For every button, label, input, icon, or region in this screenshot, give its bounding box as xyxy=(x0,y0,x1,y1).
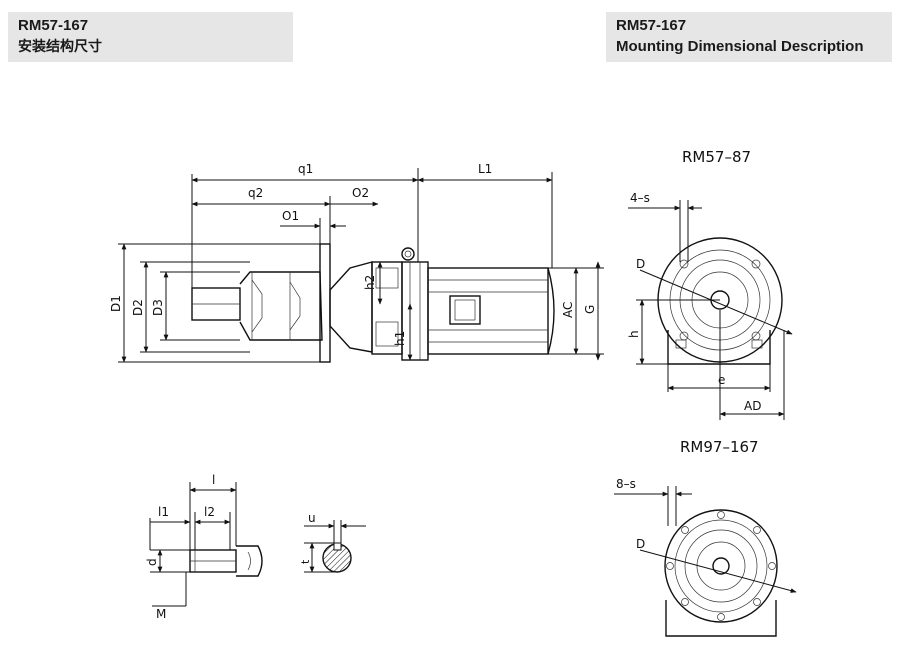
flange-large-D: D xyxy=(636,537,645,551)
shaft-l2: l2 xyxy=(204,505,215,519)
base-foot xyxy=(667,330,771,365)
header-right-model: RM57-167 xyxy=(616,17,687,34)
header-left-model: RM57-167 xyxy=(18,17,89,34)
flange-small-s: 4–s xyxy=(630,191,650,205)
bolt-holes-large xyxy=(666,511,776,621)
shaft-l1: l1 xyxy=(158,505,169,519)
dim-D3: D3 xyxy=(151,299,165,316)
flange-small-D: D xyxy=(636,257,645,271)
header-left: RM57-167 安装结构尺寸 xyxy=(8,12,293,62)
shaft-M: M xyxy=(156,607,166,621)
base-foot-large xyxy=(665,600,777,637)
dim-D1: D1 xyxy=(109,295,123,312)
gear-housing-front xyxy=(239,271,323,341)
shaft-d: d xyxy=(145,558,159,566)
keyway-section: u t xyxy=(299,511,366,573)
flange-small-e: e xyxy=(718,373,725,387)
lifting-eye xyxy=(401,247,415,261)
dim-O2: O2 xyxy=(352,186,369,200)
shaft-break xyxy=(236,545,263,577)
header-right: RM57-167 Mounting Dimensional Descriptio… xyxy=(606,12,892,62)
flange-view-small: RM57–87 4–s D h e xyxy=(627,148,793,420)
motor-fan-cover xyxy=(547,267,555,355)
terminal-box xyxy=(449,295,481,325)
dim-q1: q1 xyxy=(298,162,313,176)
header-left-subtitle: 安装结构尺寸 xyxy=(18,39,102,55)
side-view: q1 L1 q2 O2 O1 D1 D2 D3 h2 h1 xyxy=(109,162,604,363)
dim-G: G xyxy=(583,305,597,314)
flange-large-outer-circle xyxy=(664,509,778,623)
flange-small-h: h xyxy=(627,330,641,338)
flange-view-large: RM97–167 8–s D xyxy=(614,438,797,637)
flange-small-title: RM57–87 xyxy=(682,148,751,166)
bolt-holes xyxy=(679,259,761,341)
dim-h1: h1 xyxy=(393,331,407,346)
shaft-l: l xyxy=(212,473,215,487)
motor-body xyxy=(427,267,549,355)
dim-h2: h2 xyxy=(363,275,377,290)
keyway-t: t xyxy=(299,559,312,564)
shaft-hole-large xyxy=(712,557,730,575)
keyway-u: u xyxy=(308,511,316,525)
dim-AC: AC xyxy=(561,302,575,318)
shaft-detail: l l1 l2 d M xyxy=(145,473,263,621)
dim-L1: L1 xyxy=(478,162,492,176)
dim-O1: O1 xyxy=(282,209,299,223)
flange-large-title: RM97–167 xyxy=(680,438,759,456)
dim-D2: D2 xyxy=(131,299,145,316)
dim-q2: q2 xyxy=(248,186,263,200)
flange-large-s: 8–s xyxy=(616,477,636,491)
header-right-subtitle: Mounting Dimensional Description xyxy=(616,38,864,55)
flange-small-AD: AD xyxy=(744,399,761,413)
